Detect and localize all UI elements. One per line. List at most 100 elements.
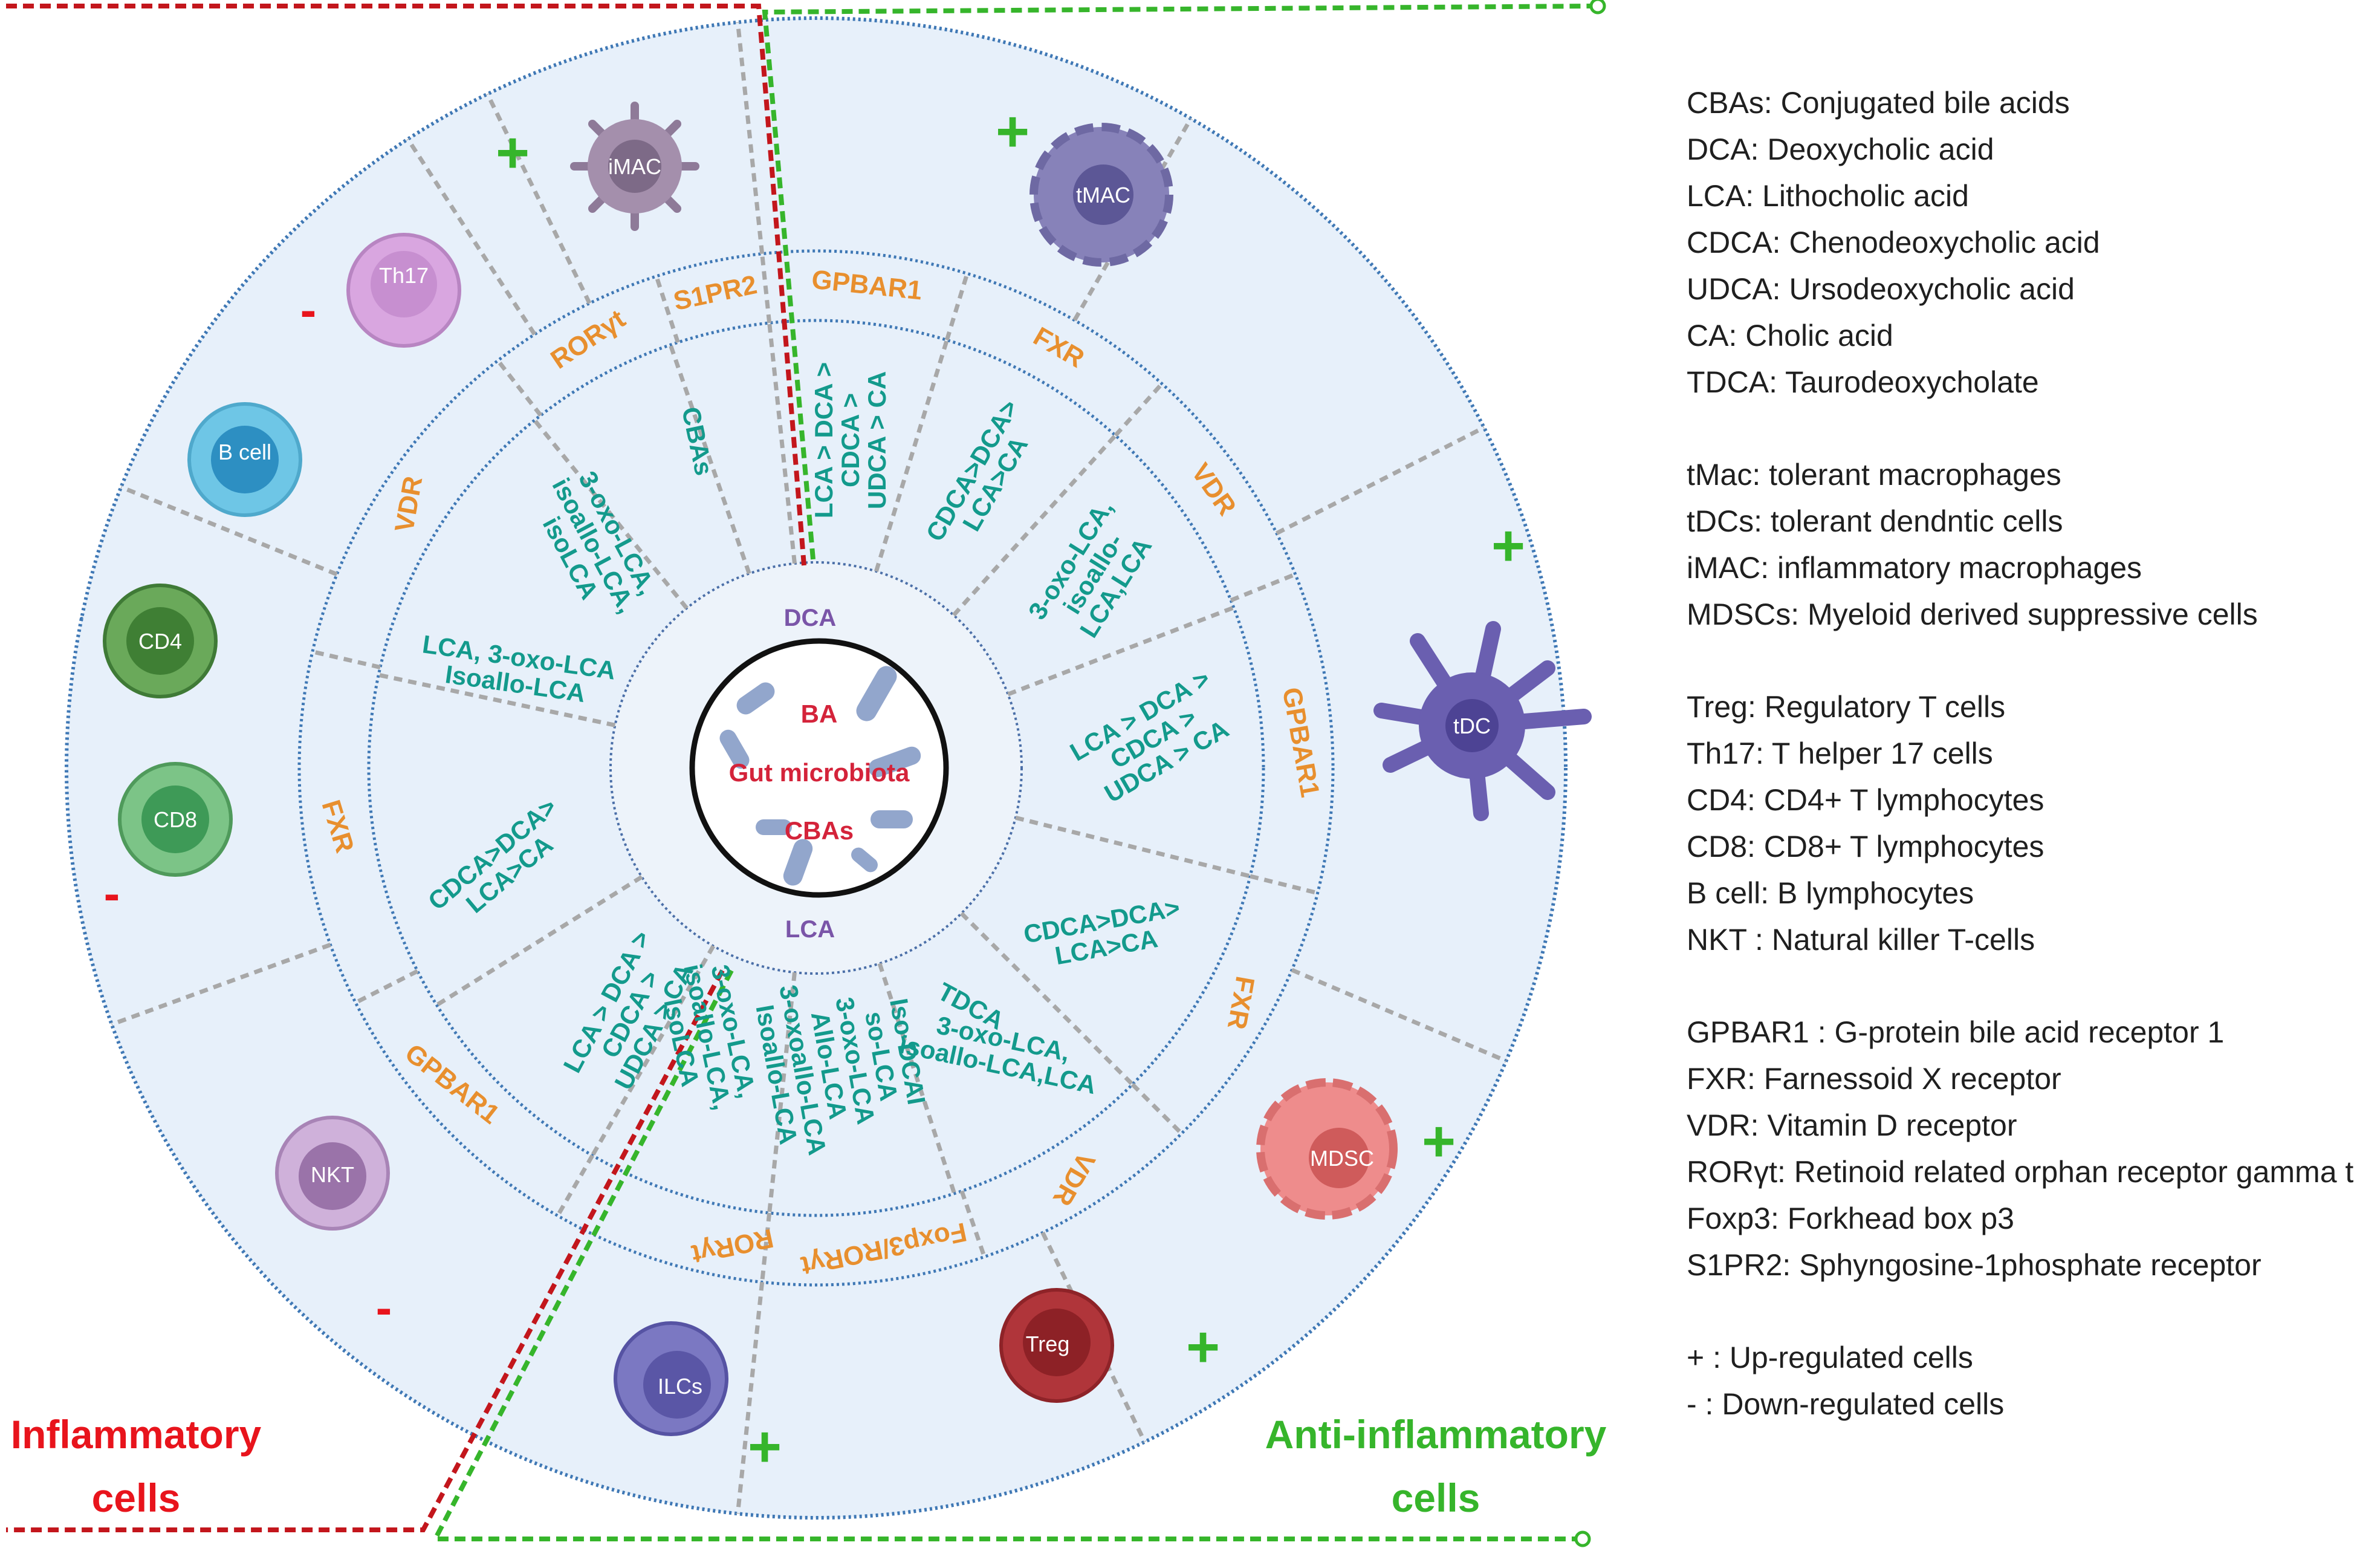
bile-acid-line: CDCA > xyxy=(836,393,864,487)
tdc-nucleus xyxy=(1445,699,1499,752)
anti-inflammatory-bottom-line xyxy=(431,969,1587,1541)
bacterium-7 xyxy=(871,810,913,828)
receptor-divider xyxy=(496,359,543,417)
cell-cd4: CD4 xyxy=(103,584,218,698)
anti-inflammatory-heading-line2: cells xyxy=(1392,1475,1480,1520)
bcell-label: B cell xyxy=(218,440,271,464)
receptor-divider xyxy=(1130,1082,1184,1136)
outer-divider xyxy=(111,943,331,1027)
legend-entry: CDCA: Chenodeoxycholic acid xyxy=(1687,226,2100,259)
bile-acid-immune-diagram: BA Gut microbiota CBAs DCA LCA S1PR2CBAs… xyxy=(6,0,1607,1547)
ilcs-label: ILCs xyxy=(658,1374,702,1399)
cd4-label: CD4 xyxy=(138,629,182,654)
cell-ilcs: ILCs xyxy=(614,1321,728,1436)
receptor-divider xyxy=(945,273,970,341)
outer-divider xyxy=(485,93,592,305)
bcell-nucleus xyxy=(211,426,279,493)
bile-acid-divider xyxy=(435,875,643,1007)
bile-acid-divider xyxy=(668,344,751,574)
legend-entry: Foxp3: Forkhead box p3 xyxy=(1687,1202,2014,1235)
bile-acid-divider xyxy=(877,963,957,1194)
legend-entry: Treg: Regulatory T cells xyxy=(1687,690,2006,724)
outer-divider xyxy=(735,1281,765,1514)
legend-entry: CBAs: Conjugated bile acids xyxy=(1687,86,2070,120)
legend-entry: DCA: Deoxycholic acid xyxy=(1687,132,1994,166)
cell-imac: iMAC xyxy=(570,102,699,231)
outer-divider xyxy=(120,485,338,576)
cell-tdc: tDC xyxy=(1373,621,1592,821)
tmac-label: tMAC xyxy=(1076,183,1130,207)
imac-label: iMAC xyxy=(608,154,661,179)
bile-acid-line: LCA > DCA > xyxy=(809,362,838,518)
split-lines xyxy=(6,4,1590,1541)
bacterium-4 xyxy=(719,729,750,769)
tdc-sign: + xyxy=(1491,513,1525,578)
receptor-divider xyxy=(312,649,381,669)
inflammatory-top-line xyxy=(6,4,806,566)
legend-entry: CD4: CD4+ T lymphocytes xyxy=(1687,783,2044,817)
legend-entry: iMAC: inflammatory macrophages xyxy=(1687,551,2142,585)
bile-acid-label: LCA > DCA >CDCA >UDCA > CA xyxy=(809,362,891,518)
receptor-divider xyxy=(354,969,419,1005)
tmac-nucleus xyxy=(1073,164,1133,225)
legend-entry: - : Down-regulated cells xyxy=(1687,1387,2005,1421)
outer-divider xyxy=(1276,425,1485,535)
gut-microbiota-center: BA Gut microbiota CBAs xyxy=(689,638,949,898)
bacterium-5 xyxy=(756,819,792,835)
bile-acid-divider xyxy=(952,434,1117,617)
bacterium-6 xyxy=(783,839,813,886)
tdc-label: tDC xyxy=(1453,714,1491,738)
cell-bcell: B cell xyxy=(187,402,302,517)
legend-entry: NKT : Natural killer T-cells xyxy=(1687,923,2035,957)
mdsc-label: MDSC xyxy=(1310,1146,1374,1171)
bile-acid-divider xyxy=(767,322,797,564)
cd8-nucleus xyxy=(141,785,209,853)
sector-dividers xyxy=(111,22,1507,1514)
bile-acid-divider xyxy=(767,972,797,1214)
bacterium-8 xyxy=(851,847,878,873)
inflammatory-heading-line1: Inflammatory xyxy=(11,1412,262,1457)
bacterium-1 xyxy=(736,682,775,715)
mdsc-sign: + xyxy=(1422,1109,1456,1174)
receptor-divider xyxy=(959,1190,987,1258)
nkt-sign: - xyxy=(376,1281,392,1335)
receptor-divider xyxy=(760,253,772,324)
nkt-label: NKT xyxy=(311,1162,354,1187)
cell-mdsc: MDSC xyxy=(1256,1078,1398,1220)
bile-acid-divider xyxy=(874,339,949,572)
legend-entry: B cell: B lymphocytes xyxy=(1687,876,1974,910)
legend-entry: LCA: Lithocholic acid xyxy=(1687,179,1969,213)
legend-entry: UDCA: Ursodeoxycholic acid xyxy=(1687,272,2075,306)
legend-entry: tDCs: tolerant dendntic cells xyxy=(1687,504,2063,538)
gut-microbiota-label: Gut microbiota xyxy=(729,758,910,787)
legend-entry: tMac: tolerant macrophages xyxy=(1687,458,2061,492)
cd8-label: CD8 xyxy=(154,807,197,832)
bile-acid-divider xyxy=(590,945,716,1157)
anti-inflammatory-top-line xyxy=(762,4,1590,560)
legend-entry: VDR: Vitamin D receptor xyxy=(1687,1108,2017,1142)
th17-nucleus xyxy=(371,251,437,317)
receptor-divider xyxy=(1250,874,1318,896)
treg-nucleus xyxy=(1023,1309,1091,1376)
legend-entry: RORγt: Retinoid related orphan receptor … xyxy=(1687,1155,2354,1189)
treg-label: Treg xyxy=(1026,1332,1070,1356)
inflammatory-heading-line2: cells xyxy=(92,1475,181,1520)
outer-divider xyxy=(406,138,537,336)
legend-entry: MDSCs: Myeloid derived suppressive cells xyxy=(1687,597,2258,631)
mdsc-nucleus xyxy=(1309,1128,1369,1188)
th17-label: Th17 xyxy=(379,263,429,288)
outer-divider xyxy=(1291,968,1507,1063)
tmac-sign: + xyxy=(996,99,1029,164)
cell-tmac: tMAC xyxy=(1029,123,1173,267)
bile-acid-divider xyxy=(959,911,1134,1086)
anti-inflammatory-heading-line1: Anti-inflammatory xyxy=(1265,1412,1607,1457)
imac-sign: + xyxy=(496,120,530,185)
bile-acid-divider xyxy=(1015,815,1251,879)
treg-sign: + xyxy=(1186,1315,1220,1379)
ilcs-nucleus xyxy=(643,1351,711,1419)
cell-nkt: NKT xyxy=(275,1116,390,1231)
